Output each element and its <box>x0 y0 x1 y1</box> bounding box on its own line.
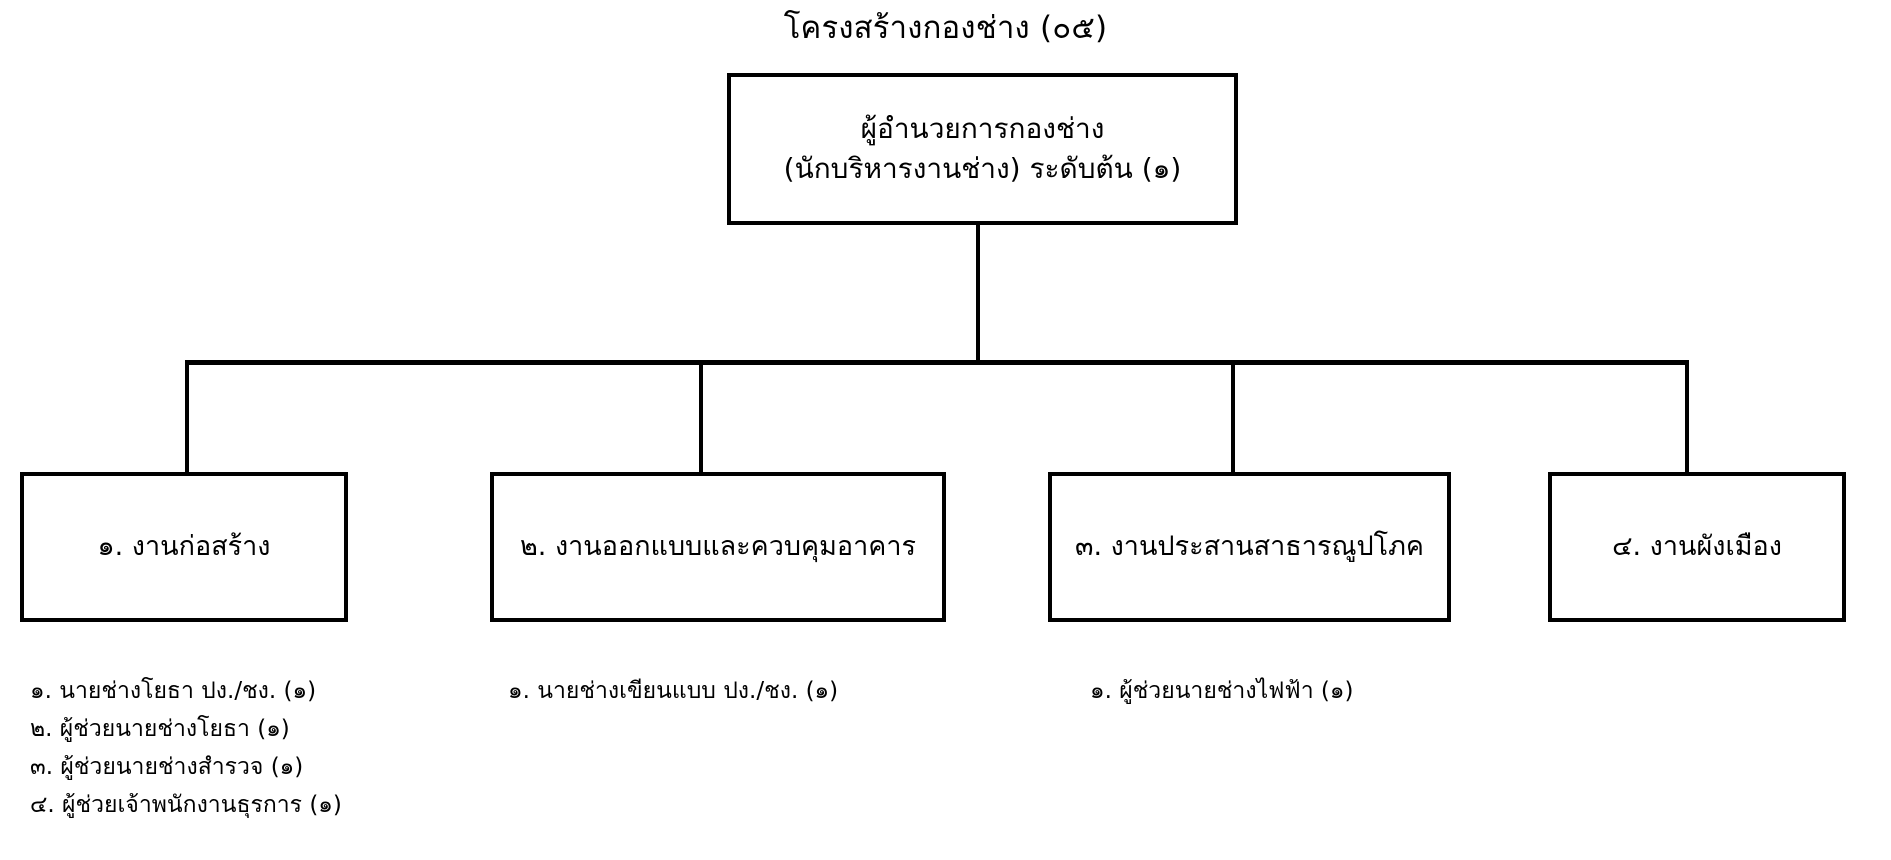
org-node-director[interactable]: ผู้อำนวยการกองช่าง (นักบริหารงานช่าง) ระ… <box>727 73 1238 225</box>
org-node-director-subtitle: (นักบริหารงานช่าง) ระดับต้น (๑) <box>783 152 1182 185</box>
connector-drop-division-2 <box>699 363 703 474</box>
page-title: โครงสร้างกองช่าง (๐๕) <box>783 10 1108 46</box>
org-node-division-3-label: ๓. งานประสานสาธารณูปโภค <box>1075 531 1424 562</box>
org-node-division-1-label: ๑. งานก่อสร้าง <box>97 531 271 562</box>
staff-list-item: ๓. ผู้ช่วยนายช่างสำรวจ (๑) <box>30 754 304 780</box>
org-node-division-2[interactable]: ๒. งานออกแบบและควบคุมอาคาร <box>490 472 946 622</box>
connector-drop-division-3 <box>1231 363 1235 474</box>
org-node-division-3[interactable]: ๓. งานประสานสาธารณูปโภค <box>1048 472 1451 622</box>
connector-horizontal-bus <box>185 360 1689 365</box>
staff-list-item: ๔. ผู้ช่วยเจ้าพนักงานธุรการ (๑) <box>30 792 342 818</box>
org-node-division-2-label: ๒. งานออกแบบและควบคุมอาคาร <box>520 531 916 562</box>
connector-drop-division-4 <box>1685 363 1689 474</box>
org-node-division-1[interactable]: ๑. งานก่อสร้าง <box>20 472 348 622</box>
org-node-director-title: ผู้อำนวยการกองช่าง <box>860 112 1105 145</box>
connector-drop-division-1 <box>185 363 189 474</box>
staff-list-item: ๒. ผู้ช่วยนายช่างโยธา (๑) <box>30 716 290 742</box>
staff-list-division-2: ๑. นายช่างเขียนแบบ ปง./ชง. (๑) <box>508 672 838 710</box>
staff-list-division-3: ๑. ผู้ช่วยนายช่างไฟฟ้า (๑) <box>1090 672 1353 710</box>
connector-root-drop <box>976 225 980 365</box>
org-node-division-4[interactable]: ๔. งานผังเมือง <box>1548 472 1846 622</box>
staff-list-item: ๑. ผู้ช่วยนายช่างไฟฟ้า (๑) <box>1090 678 1354 704</box>
staff-list-item: ๑. นายช่างเขียนแบบ ปง./ชง. (๑) <box>508 678 839 704</box>
staff-list-item: ๑. นายช่างโยธา ปง./ชง. (๑) <box>30 678 317 704</box>
staff-list-division-1: ๑. นายช่างโยธา ปง./ชง. (๑) ๒. ผู้ช่วยนาย… <box>30 672 342 824</box>
org-node-division-4-label: ๔. งานผังเมือง <box>1612 531 1782 562</box>
